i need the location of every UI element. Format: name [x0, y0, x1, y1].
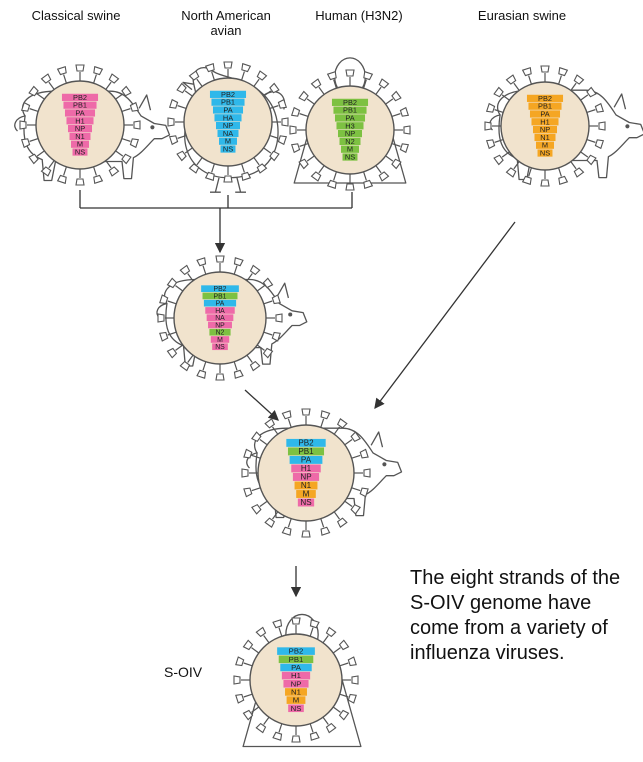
segment-label-ns: NS	[345, 153, 355, 162]
segment-label-ns: NS	[540, 149, 550, 158]
segment-label-ha: HA	[215, 308, 225, 315]
segment-label-pb1: PB1	[214, 293, 227, 300]
virus-source-1: PB2PB1PAHANPNAMNS	[168, 62, 288, 182]
segment-label-pb2: PB2	[214, 286, 227, 293]
virus-source-3: PB2PB1PAH1NPN1MNS	[485, 66, 605, 186]
segment-label-pa: PA	[216, 301, 225, 308]
s-oiv-label: S-OIV	[164, 664, 202, 680]
arrow-eurasian-to-reassortant	[375, 222, 515, 408]
segment-label-ns: NS	[75, 148, 85, 157]
genome-note: The eight strands of the S-OIV genome ha…	[410, 566, 642, 666]
segment-label-ns: NS	[300, 498, 312, 507]
arrow-intermediate-to-reassortant	[245, 390, 278, 420]
virus-s-oiv: PB2PB1PAH1NPN1MNS	[234, 618, 358, 742]
virus-reassortant: PB2PB1PAH1NPN1MNS	[242, 409, 370, 537]
virus-source-2: PB2PB1PAH3NPN2MNS	[290, 70, 410, 190]
segment-label-ns: NS	[223, 145, 233, 154]
virus-intermediate: PB2PB1PAHANANPN2MNS	[158, 256, 282, 380]
segment-label-np: NP	[215, 322, 225, 329]
segment-label-m: M	[217, 337, 223, 344]
segment-label-ns: NS	[291, 704, 302, 713]
segment-label-ns: NS	[215, 344, 225, 351]
segment-label-na: NA	[215, 315, 225, 322]
segment-label-n2: N2	[216, 330, 225, 337]
